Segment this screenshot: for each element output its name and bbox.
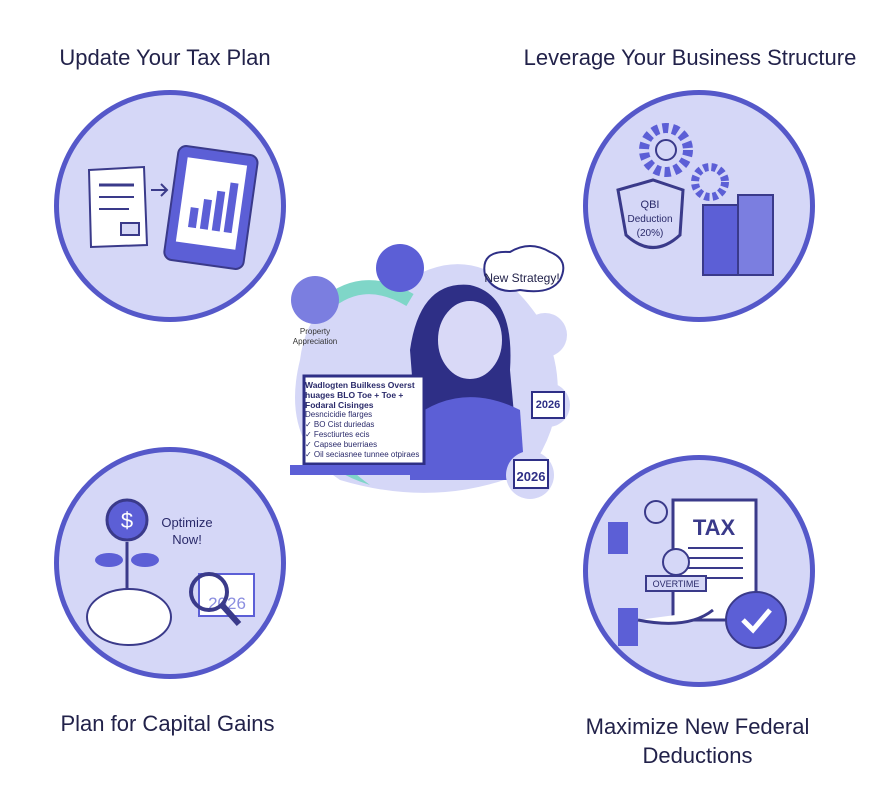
circle-tax-plan [54, 90, 286, 322]
person-at-laptop-illustration [290, 244, 570, 499]
laptop-heading: Wadlogten Builkess Overst huages BLO Toe… [305, 380, 415, 410]
calendar-year-2: 2026 [516, 469, 546, 484]
now-label: Now! [172, 532, 202, 547]
title-update-tax-plan: Update Your Tax Plan [59, 45, 271, 70]
tax-label: TAX [693, 515, 736, 540]
circle-federal-deductions: TAX OVERTIME [583, 455, 815, 687]
laptop-screen: Wadlogten Builkess Overst huages BLO Toe… [305, 380, 423, 460]
percent-label: (20%) [637, 228, 664, 239]
deduction-label: Deduction [627, 214, 672, 225]
title-federal-deductions: Maximize New Federal Deductions [585, 714, 810, 768]
document-to-tablet-icon [87, 145, 259, 270]
gears-building-icon: QBI Deduction (20%) [616, 123, 774, 276]
qbi-label: QBI [641, 199, 660, 211]
laptop-list-item: ✓ Oil seciasnee tunnee otpiraes [305, 450, 420, 459]
laptop-list-item: ✓ Capsee buerriaes [305, 440, 378, 449]
laptop-list-item: Desncicidie flarges [305, 410, 373, 419]
title-capital-gains: Plan for Capital Gains [60, 711, 275, 736]
title-business-structure: Leverage Your Business Structure [523, 45, 857, 70]
property-appreciation-label: Property Appreciation [292, 327, 338, 346]
circle-business-structure: QBI Deduction (20%) [583, 90, 815, 322]
circle-capital-gains: $ Optimize Now! 2026 [54, 447, 286, 679]
optimize-label: Optimize [161, 515, 212, 530]
svg-text:$: $ [121, 508, 133, 533]
piggy-bank-growth-icon: $ Optimize Now! 2026 [86, 498, 255, 646]
laptop-list-item: ✓ BO Cist duriedas [305, 420, 375, 429]
thought-bubble: New Strategy! [484, 271, 560, 285]
central-illustration [280, 240, 580, 500]
laptop-list-item: ✓ Fesctiurtes ecis [305, 430, 370, 439]
overtime-label: OVERTIME [653, 579, 700, 589]
calendar-year-1: 2026 [535, 399, 561, 411]
tax-document-icon: TAX OVERTIME [608, 498, 787, 649]
